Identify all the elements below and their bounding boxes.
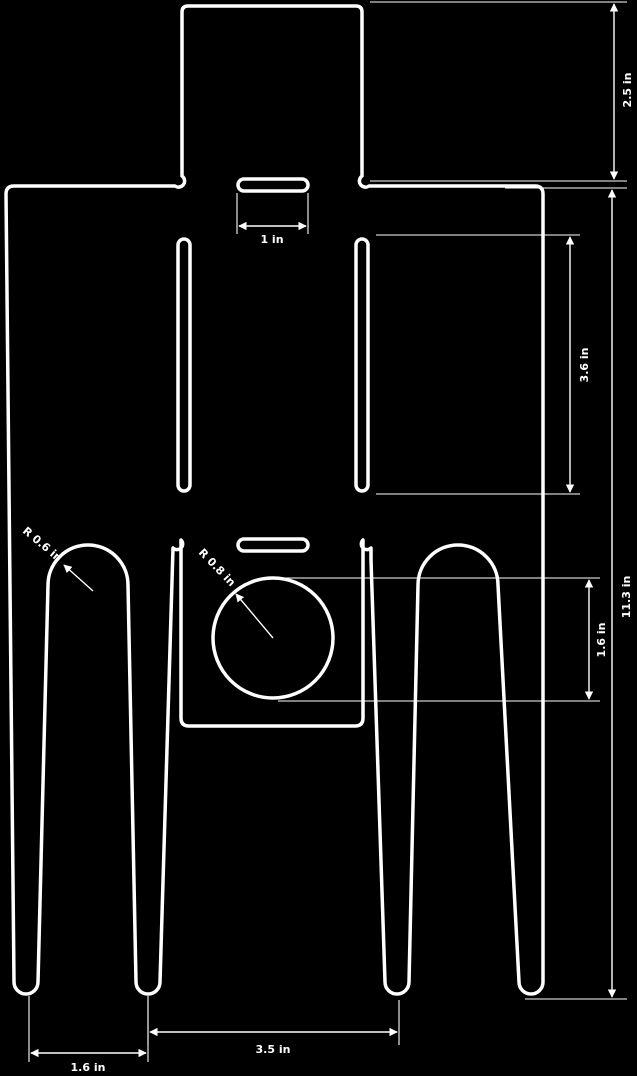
dimension-finger-width: 1.6 in bbox=[28, 996, 149, 1074]
body-height-label: 11.3 in bbox=[620, 576, 633, 619]
dimension-finger-radius: R 0.6 in bbox=[20, 524, 94, 592]
finger-width-label: 1.6 in bbox=[71, 1061, 106, 1074]
dimension-hole-diameter: 1.6 in bbox=[278, 577, 608, 702]
dimension-top-height: 2.5 in bbox=[370, 1, 634, 182]
slot-length-label: 3.6 in bbox=[578, 348, 591, 383]
template-outline bbox=[4, 4, 545, 996]
dimension-slot-length: 3.6 in bbox=[376, 234, 591, 495]
right-vertical-slot bbox=[354, 237, 370, 493]
hole-radius-label: R 0.8 in bbox=[196, 546, 238, 589]
left-vertical-slot bbox=[176, 237, 192, 493]
hole-diameter-label: 1.6 in bbox=[595, 623, 608, 658]
dimension-body-height: 11.3 in bbox=[505, 187, 633, 1000]
finger-gap-label: 3.5 in bbox=[256, 1043, 291, 1056]
slot-width-label: 1 in bbox=[260, 233, 283, 246]
top-slot bbox=[236, 177, 310, 193]
top-height-label: 2.5 in bbox=[621, 73, 634, 108]
circular-hole bbox=[211, 576, 335, 700]
dimension-finger-gap: 3.5 in bbox=[147, 1000, 400, 1056]
dimension-slot-width: 1 in bbox=[236, 193, 309, 246]
finger-radius-label: R 0.6 in bbox=[20, 524, 65, 564]
bottom-slot bbox=[236, 537, 310, 553]
